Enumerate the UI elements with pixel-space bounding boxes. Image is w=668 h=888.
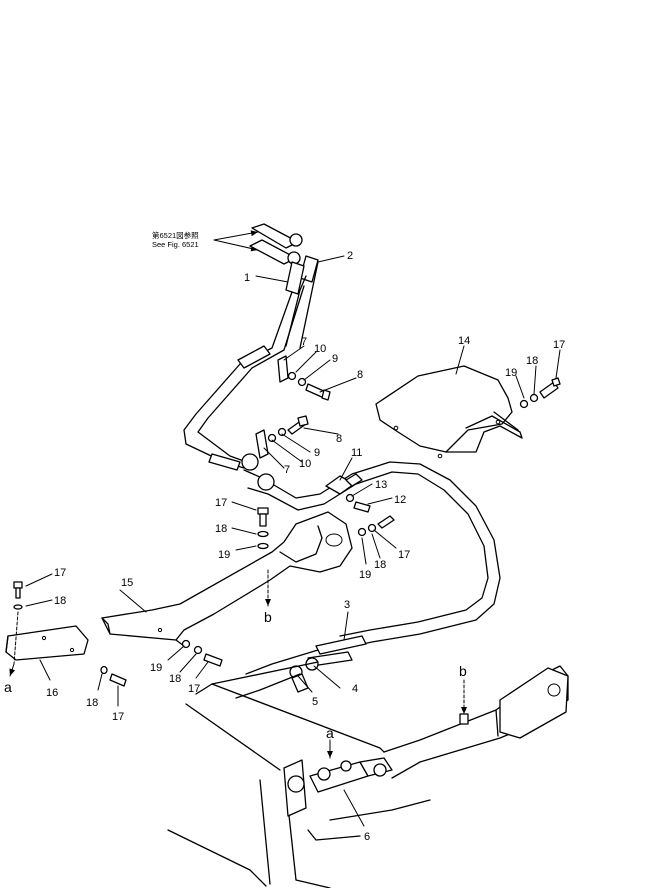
hose-sleeve-upper (237, 345, 271, 369)
hose-lower-route (241, 453, 501, 649)
bolt-17-bracket (15, 587, 21, 599)
label-part-15: 15 (121, 577, 133, 589)
label-part-9-lower: 9 (314, 447, 320, 459)
washer-18-cover (529, 393, 539, 403)
part-labels: 1 2 7 10 9 8 8 9 10 7 11 13 12 17 18 19 … (46, 250, 565, 843)
clamp-7-lower (255, 429, 269, 459)
frame-end-block (499, 667, 569, 739)
label-part-19-mid: 19 (359, 569, 371, 581)
label-part-17-guard-low: 17 (188, 683, 200, 695)
label-part-5: 5 (312, 696, 318, 708)
washer-10-lower (267, 433, 277, 443)
label-part-18-bracket-low: 18 (86, 697, 98, 709)
label-part-17-bracket-low: 17 (112, 711, 124, 723)
clamp-set-upper (277, 355, 331, 401)
reference-note-jp: 第6521図参照 (152, 230, 199, 240)
label-part-10-upper: 10 (314, 343, 326, 355)
bolt-17-guard-head (257, 507, 269, 515)
label-part-8-upper: 8 (357, 369, 363, 381)
machine-frame (167, 661, 569, 888)
label-part-14: 14 (458, 335, 470, 347)
label-part-6: 6 (364, 831, 370, 843)
label-part-18-bracket: 18 (54, 595, 66, 607)
arrow-a-left (9, 663, 16, 677)
label-part-18-mid: 18 (374, 559, 386, 571)
fitting-mid-b (257, 473, 275, 491)
cylinder-6 (283, 739, 393, 817)
marker-a-left: a (4, 679, 12, 695)
reference-arrow-upper (213, 230, 259, 241)
reference-note-en: See Fig. 6521 (152, 240, 199, 249)
bracket-16 (5, 581, 127, 687)
bolt-17-guard-shank (259, 513, 267, 527)
label-part-19-cover: 19 (505, 367, 517, 379)
hose-sleeve-lower (208, 453, 241, 471)
washer-18-bracket (13, 604, 23, 610)
cover-body (375, 365, 513, 453)
label-part-10-lower: 10 (299, 458, 311, 470)
washer-9-lower (277, 427, 287, 437)
label-part-17-guard: 17 (215, 497, 227, 509)
bolt-set-guard-top (257, 507, 271, 607)
label-part-2: 2 (347, 250, 353, 262)
fitting-upper-b (287, 251, 301, 265)
marker-b-left: b (264, 609, 272, 625)
hose-assembly-upper (183, 223, 319, 471)
label-part-17-bracket: 17 (54, 567, 66, 579)
label-part-16: 16 (46, 687, 58, 699)
label-part-4: 4 (352, 683, 358, 695)
label-part-18-guard-low: 18 (169, 673, 181, 685)
clamp-set-lower (255, 415, 309, 459)
washer-18-guard (257, 530, 269, 538)
label-part-12: 12 (394, 494, 406, 506)
hose-3 (315, 635, 367, 655)
label-part-3: 3 (344, 599, 350, 611)
reference-note: 第6521図参照 See Fig. 6521 (152, 230, 259, 252)
reference-arrow-lower (213, 239, 259, 252)
bolt-17-guard-low (203, 653, 223, 667)
bolt-12 (353, 501, 371, 513)
guard-body (101, 511, 353, 641)
label-part-17-mid: 17 (398, 549, 410, 561)
fitting-mid-a (241, 453, 259, 471)
leader-lines (25, 255, 561, 827)
washer-10-upper (287, 371, 297, 381)
connection-markers: a a b b (4, 609, 467, 741)
washer-19-cover (519, 399, 529, 409)
label-part-18-guard: 18 (215, 523, 227, 535)
marker-a-right: a (326, 725, 334, 741)
bolt-17-bracket-low (109, 673, 127, 687)
label-part-7-lower: 7 (284, 464, 290, 476)
label-part-8-lower: 8 (336, 433, 342, 445)
label-part-1: 1 (244, 272, 250, 284)
label-part-7-upper: 7 (301, 336, 307, 348)
bolt-set-guard-bottom (181, 639, 223, 667)
label-part-18-cover: 18 (526, 355, 538, 367)
anchor-b-right (459, 713, 469, 725)
elbow-fitting-1 (285, 261, 305, 295)
washer-19-mid (357, 527, 367, 537)
label-part-17-cover: 17 (553, 339, 565, 351)
label-part-19-guard-low: 19 (150, 662, 162, 674)
label-part-11: 11 (351, 447, 362, 459)
fitting-upper-a (289, 233, 303, 247)
label-part-13: 13 (375, 479, 387, 491)
guard-15 (101, 511, 353, 647)
washer-18-guard-low (193, 645, 203, 655)
bolt-set-12-13 (345, 493, 395, 537)
cover-14 (375, 365, 561, 459)
washer-18-bracket-low (100, 665, 108, 675)
washer-19-guard (257, 542, 269, 550)
label-part-9-upper: 9 (332, 353, 338, 365)
hose-set-3-4-5 (235, 635, 367, 699)
bracket-body (5, 625, 89, 661)
bolt-17-mid (377, 515, 395, 529)
label-part-19-guard: 19 (218, 549, 230, 561)
clamp-7-upper (277, 355, 289, 383)
marker-b-right: b (459, 663, 467, 679)
